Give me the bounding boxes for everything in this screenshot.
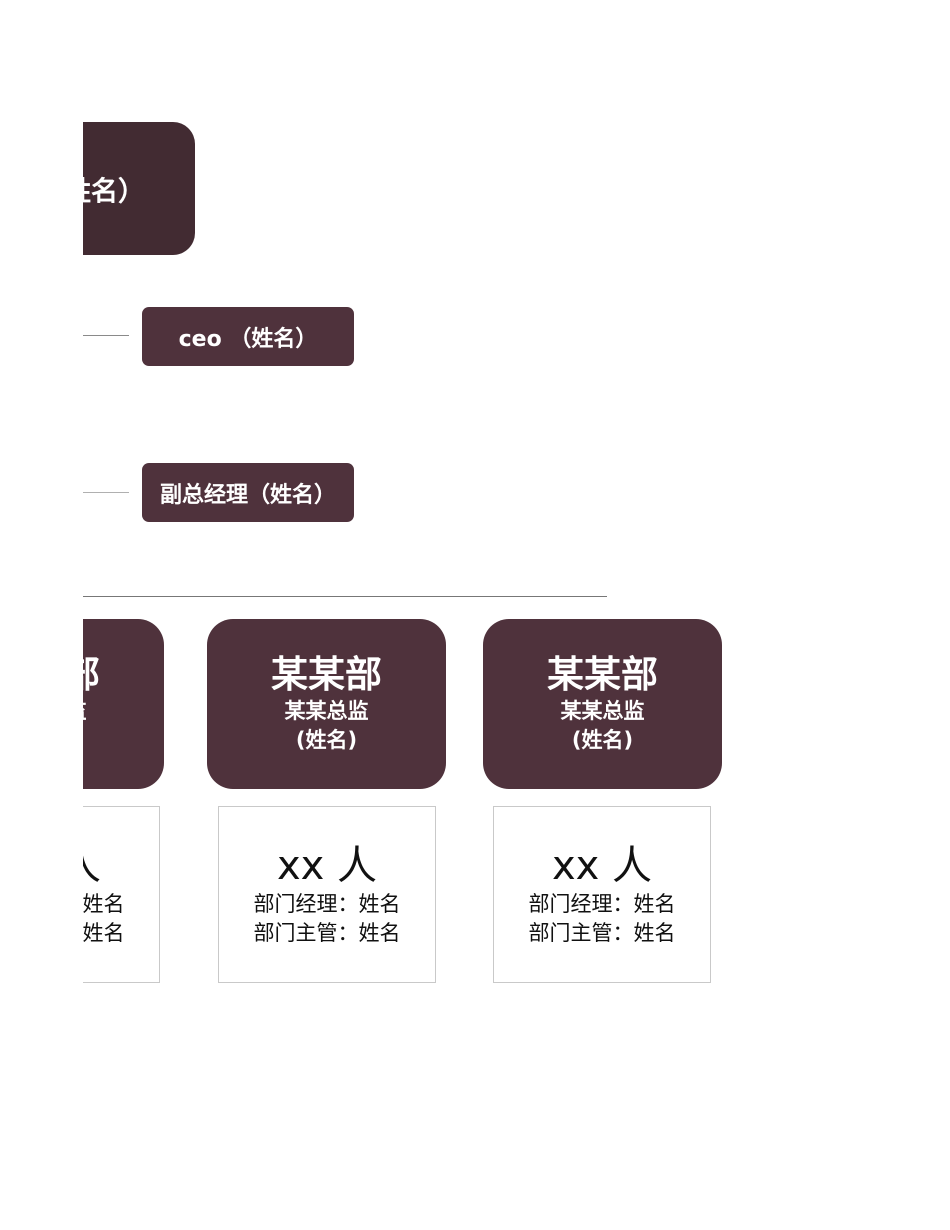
connector-line-ceo [83, 335, 129, 336]
department-box-2: 某某部 某某总监 (姓名) [207, 619, 446, 789]
headcount: xx 人 [83, 842, 101, 890]
chairman-label: 董事长（姓名） [83, 176, 145, 207]
manager-line: 部门经理：姓名 [253, 891, 401, 916]
ceo-label: ceo （姓名） [178, 326, 318, 352]
vice-gm-box: 副总经理（姓名） [142, 463, 354, 522]
supervisor-line: 部门主管：姓名 [83, 920, 125, 945]
department-info-box-3: xx 人 部门经理：姓名 部门主管：姓名 [493, 806, 711, 983]
vice-gm-label: 副总经理（姓名） [159, 482, 336, 508]
department-name: 某某部 [83, 653, 100, 697]
supervisor-line: 部门主管：姓名 [528, 920, 676, 945]
department-director-name: (姓名) [295, 728, 358, 752]
department-director: 某某总监 [560, 699, 645, 723]
headcount: xx 人 [551, 842, 653, 889]
chairman-box: 董事长（姓名） [83, 122, 195, 255]
department-director: 某某总监 [284, 699, 369, 723]
department-bus-line [83, 596, 607, 597]
org-chart-canvas: 董事长（姓名） ceo （姓名） 副总经理（姓名） 某某部 某某总监 (姓名) … [83, 0, 950, 1230]
department-name: 某某部 [547, 653, 658, 696]
department-info-box-1: xx 人 部门经理：姓名 部门主管：姓名 [83, 806, 160, 983]
department-box-3: 某某部 某某总监 (姓名) [483, 619, 722, 789]
department-director: 某某总监 [83, 697, 87, 726]
headcount: xx 人 [276, 842, 378, 889]
supervisor-line: 部门主管：姓名 [253, 920, 401, 945]
manager-line: 部门经理：姓名 [83, 891, 125, 916]
org-chart-viewport: 董事长（姓名） ceo （姓名） 副总经理（姓名） 某某部 某某总监 (姓名) … [83, 0, 950, 1230]
manager-line: 部门经理：姓名 [528, 891, 676, 916]
department-director-name: (姓名) [571, 728, 634, 752]
department-name: 某某部 [271, 653, 382, 696]
ceo-box: ceo （姓名） [142, 307, 354, 366]
department-box-1: 某某部 某某总监 (姓名) [83, 619, 164, 789]
department-info-box-2: xx 人 部门经理：姓名 部门主管：姓名 [218, 806, 436, 983]
connector-line-vp [83, 492, 129, 493]
